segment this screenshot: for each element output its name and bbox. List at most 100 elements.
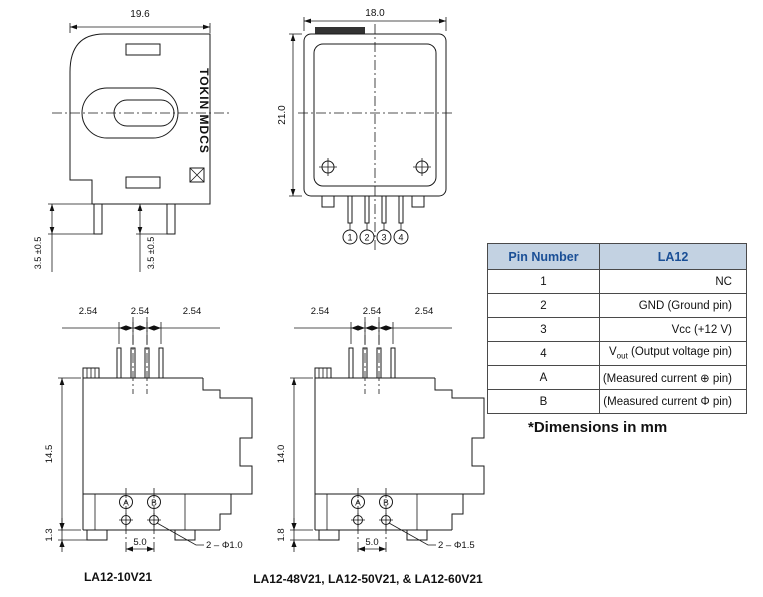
terminal-a-label: A bbox=[355, 498, 361, 508]
pin bbox=[347, 195, 353, 224]
dim-pin-pitch: 2.54 2.54 2.54 bbox=[62, 306, 220, 344]
desc-cell: NC bbox=[599, 269, 747, 294]
table-row: 3 Vcc (+12 V) bbox=[487, 317, 747, 342]
dim-label-18-0: 18.0 bbox=[365, 8, 385, 19]
dim-width-18-0: 18.0 bbox=[303, 8, 447, 31]
pin-function-table: Pin Number LA12 1 NC 2 GND (Ground pin) … bbox=[487, 243, 747, 414]
pin bbox=[398, 195, 404, 224]
variant-b-title: LA12-48V21, LA12-50V21, & LA12-60V21 bbox=[253, 572, 483, 586]
foot bbox=[174, 529, 196, 541]
dim-hole-span: 5.0 bbox=[126, 537, 154, 552]
pin-cell: 3 bbox=[487, 317, 600, 342]
dim-body-height: 14.0 bbox=[276, 377, 313, 531]
pin-number-2: 2 bbox=[364, 233, 369, 243]
dim-pin-length-left: 3.5 ±0.5 bbox=[33, 203, 94, 272]
dim-label-pitch-left: 2.54 bbox=[79, 306, 98, 317]
dim-label-height: 14.5 bbox=[44, 445, 55, 464]
screw-mark-left bbox=[319, 158, 337, 176]
pin bbox=[158, 347, 164, 379]
variant-body bbox=[314, 367, 485, 541]
side-view-body: TOKIN MDCS bbox=[52, 33, 230, 205]
pin bbox=[390, 347, 396, 379]
header-pin-number: Pin Number bbox=[487, 243, 600, 270]
variant-body bbox=[82, 367, 253, 541]
mounting-hole bbox=[147, 513, 161, 527]
corner-detail bbox=[189, 167, 205, 183]
dim-standoff: 1.8 bbox=[276, 518, 319, 552]
desc-cell: (Measured current Φ pin) bbox=[599, 389, 747, 414]
top-slot bbox=[125, 43, 161, 56]
desc-cell: GND (Ground pin) bbox=[599, 293, 747, 318]
desc-cell: Vout (Output voltage pin) bbox=[599, 341, 747, 366]
pin-cell: A bbox=[487, 365, 600, 390]
pin bbox=[381, 195, 387, 224]
desc-cell: Vcc (+12 V) bbox=[599, 317, 747, 342]
mounting-hole bbox=[379, 513, 393, 527]
pin-cell: 2 bbox=[487, 293, 600, 318]
dim-width-19-6: 19.6 bbox=[69, 9, 211, 33]
pin bbox=[93, 203, 103, 235]
dim-body-height: 14.5 bbox=[44, 377, 81, 531]
dim-label-standoff: 1.8 bbox=[276, 528, 287, 541]
dim-hole-span: 5.0 bbox=[358, 537, 386, 552]
dim-height-21-0: 21.0 bbox=[277, 33, 302, 197]
dim-label-pitch-right: 2.54 bbox=[415, 306, 434, 317]
dim-standoff: 1.3 bbox=[44, 518, 87, 552]
foot bbox=[406, 529, 428, 541]
terminal-stub bbox=[321, 195, 335, 208]
dim-label-21-0: 21.0 bbox=[277, 105, 288, 125]
variant-a-title: LA12-10V21 bbox=[83, 570, 153, 584]
pin-number-1: 1 bbox=[347, 233, 352, 243]
dim-label-hole-span: 5.0 bbox=[133, 537, 146, 548]
table-row: 2 GND (Ground pin) bbox=[487, 293, 747, 318]
foot bbox=[318, 529, 340, 541]
variant-b-drawing: 2.54 2.54 2.54 bbox=[276, 306, 485, 555]
hole-note-label: 2 – Φ1.5 bbox=[438, 540, 475, 551]
dim-pin-length-right: 3.5 ±0.5 bbox=[136, 203, 167, 272]
dim-label-height: 14.0 bbox=[276, 445, 287, 464]
side-view-pins bbox=[93, 203, 176, 235]
bottom-slot bbox=[125, 176, 161, 189]
pin bbox=[364, 195, 370, 224]
hole-note-label: 2 – Φ1.0 bbox=[206, 540, 243, 551]
dimensions-note: *Dimensions in mm bbox=[528, 419, 668, 436]
top-tab bbox=[315, 27, 365, 34]
pin bbox=[166, 203, 176, 235]
variant-pins bbox=[348, 347, 396, 379]
pin-number-callouts: 1 2 3 4 bbox=[342, 229, 409, 245]
pin bbox=[348, 347, 354, 379]
dim-label-3-5-left: 3.5 ±0.5 bbox=[33, 237, 43, 269]
front-view-body bbox=[298, 24, 452, 250]
dim-label-3-5-right: 3.5 ±0.5 bbox=[146, 237, 156, 269]
table-row: 1 NC bbox=[487, 269, 747, 294]
variant-pins bbox=[116, 347, 164, 379]
pin-cell: 1 bbox=[487, 269, 600, 294]
dim-label-hole-span: 5.0 bbox=[365, 537, 378, 548]
terminal-a-label: A bbox=[123, 498, 129, 508]
current-terminals: A B bbox=[351, 495, 393, 527]
table-row: 4 Vout (Output voltage pin) bbox=[487, 341, 747, 366]
header-model: LA12 bbox=[599, 243, 747, 270]
desc-cell: (Measured current ⊕ pin) bbox=[599, 365, 747, 390]
current-terminals: A B bbox=[119, 495, 161, 527]
hole-note: 2 – Φ1.5 bbox=[388, 522, 475, 551]
terminal-b-label: B bbox=[383, 498, 389, 508]
front-view-pins bbox=[321, 195, 425, 230]
variant-a-drawing: 2.54 2.54 2.54 bbox=[44, 306, 253, 555]
front-view-drawing: 18.0 21.0 bbox=[277, 8, 452, 250]
pin-number-4: 4 bbox=[398, 233, 403, 243]
pin bbox=[116, 347, 122, 379]
dim-label-pitch-center: 2.54 bbox=[131, 306, 150, 317]
dim-label-standoff: 1.3 bbox=[44, 528, 55, 541]
screw-mark-right bbox=[413, 158, 431, 176]
dim-label-19-6: 19.6 bbox=[130, 9, 150, 20]
vout-subscript: out bbox=[616, 351, 628, 361]
mounting-hole bbox=[351, 513, 365, 527]
pin-number-3: 3 bbox=[381, 233, 386, 243]
table-row: B (Measured current Φ pin) bbox=[487, 389, 747, 414]
terminal-b-label: B bbox=[151, 498, 157, 508]
dim-label-pitch-center: 2.54 bbox=[363, 306, 382, 317]
foot bbox=[86, 529, 108, 541]
hole-note: 2 – Φ1.0 bbox=[156, 522, 243, 551]
